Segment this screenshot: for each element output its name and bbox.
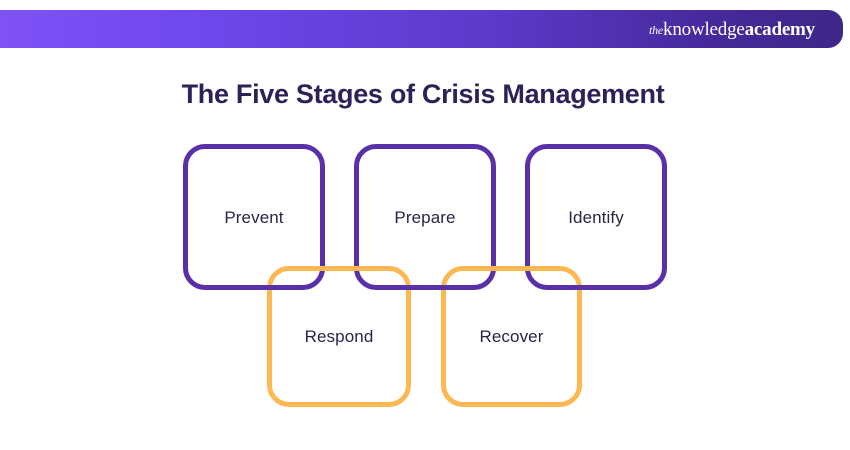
stage-box-prepare[interactable]: Prepare [354,144,496,290]
header-bar: theknowledgeacademy [0,10,843,48]
stage-label-identify: Identify [568,207,624,227]
weave-overlap-respond-top [289,266,389,271]
page-title: The Five Stages of Crisis Management [181,79,665,109]
stage-label-prevent: Prevent [224,207,284,227]
weave-overlap-recover-top [463,266,560,271]
stage-box-identify[interactable]: Identify [525,144,667,290]
brand-the-text: the [648,22,664,37]
brand-academy-text: academy [744,18,816,40]
brand-knowledge-text: knowledge [663,18,745,40]
brand-logo: theknowledgeacademy [649,20,815,39]
stage-label-prepare: Prepare [394,207,456,227]
stage-box-prevent[interactable]: Prevent [183,144,325,290]
stage-label-respond: Respond [304,327,374,346]
stage-label-recover: Recover [479,327,544,346]
